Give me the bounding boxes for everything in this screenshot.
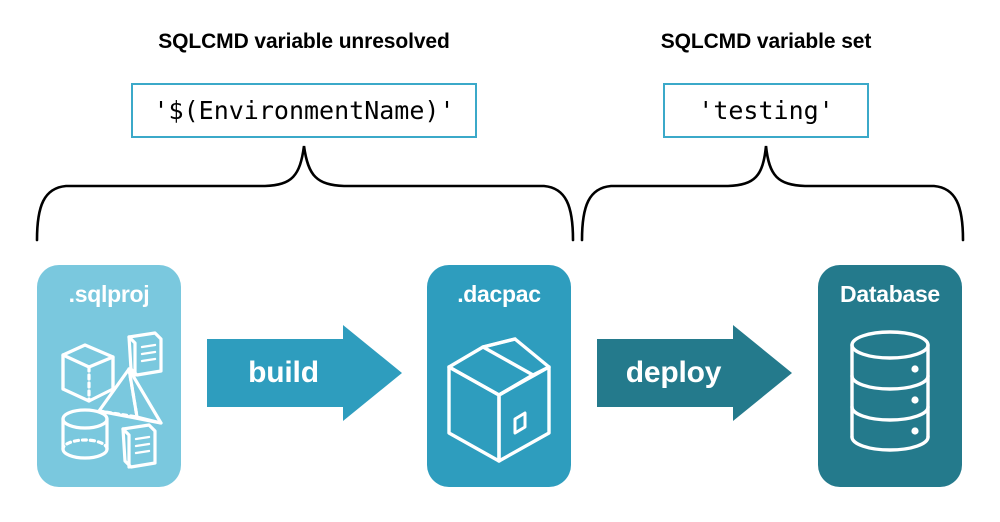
status-dot-icon <box>911 396 919 404</box>
code-box-left: '$(EnvironmentName)' <box>131 83 477 138</box>
group-title-left: SQLCMD variable unresolved <box>158 30 450 53</box>
database-cylinder-icon <box>850 330 930 452</box>
node-sqlproj: .sqlproj <box>37 265 181 487</box>
code-value-right: 'testing' <box>698 96 834 125</box>
node-dacpac: .dacpac <box>427 265 571 487</box>
code-value-left: '$(EnvironmentName)' <box>153 96 455 125</box>
arrow-right-icon <box>597 325 792 421</box>
brace-left-icon <box>35 145 575 242</box>
arrow-build: build <box>207 325 402 421</box>
node-dacpac-art <box>427 319 571 479</box>
brace-right-icon <box>580 145 965 242</box>
status-dot-icon <box>911 427 919 435</box>
node-database-label: Database <box>840 281 940 307</box>
node-sqlproj-label: .sqlproj <box>68 281 150 307</box>
group-title-right: SQLCMD variable set <box>660 30 872 53</box>
pyramid-icon <box>97 367 163 425</box>
code-box-right: 'testing' <box>663 83 869 138</box>
status-dot-icon <box>911 365 919 373</box>
arrow-deploy-label: deploy <box>625 356 722 389</box>
scroll-icon <box>127 331 163 377</box>
cylinder-icon <box>61 408 109 460</box>
arrow-deploy: deploy <box>597 325 792 421</box>
node-database-art <box>818 319 962 479</box>
node-dacpac-label: .dacpac <box>457 281 541 307</box>
arrow-build-label: build <box>248 356 319 389</box>
node-sqlproj-art <box>37 319 181 479</box>
scroll-icon <box>121 423 157 469</box>
arrow-right-icon <box>207 325 402 421</box>
node-database: Database <box>818 265 962 487</box>
cube-icon <box>61 343 115 403</box>
brace-group <box>0 140 1000 250</box>
package-box-icon <box>447 337 551 463</box>
